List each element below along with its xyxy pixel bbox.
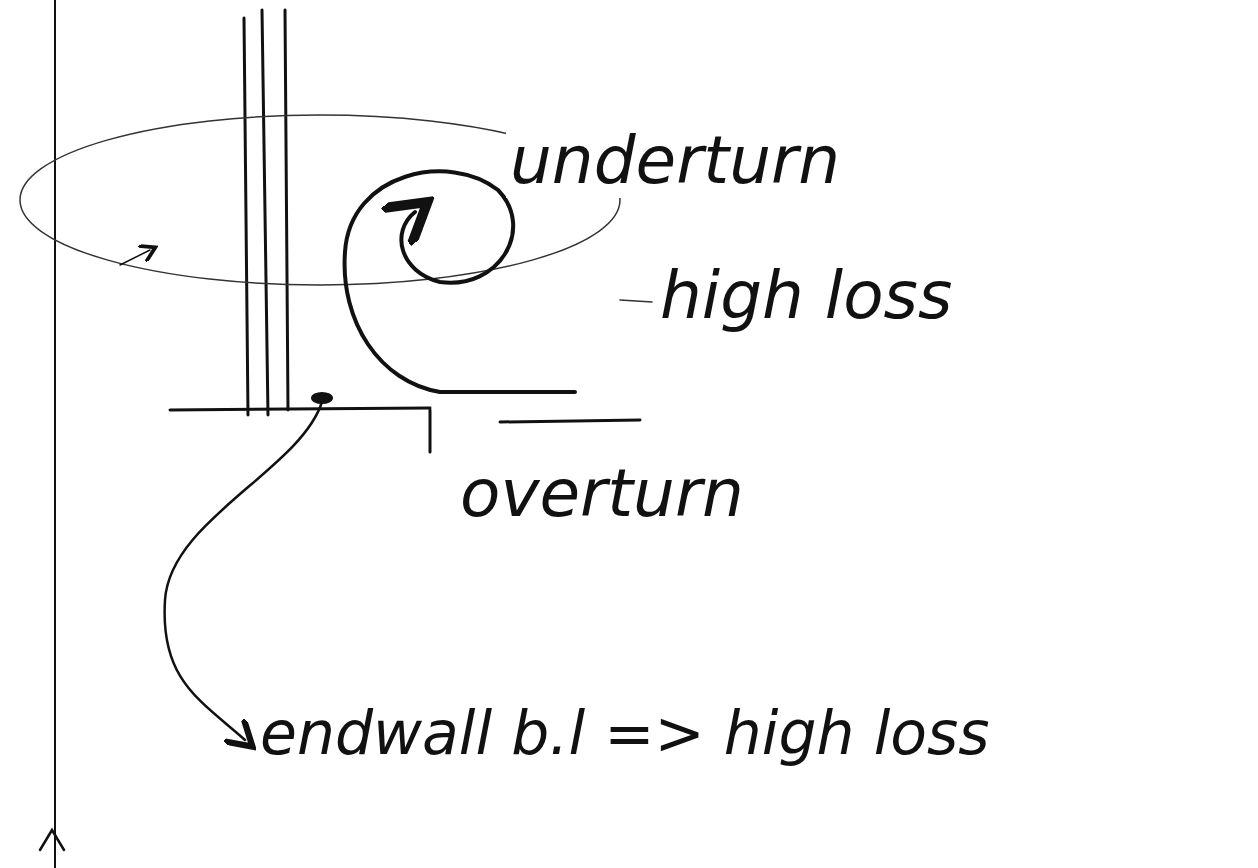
blade-edge xyxy=(262,10,268,415)
high-loss-label: high loss xyxy=(656,260,956,333)
leader-line xyxy=(620,300,652,302)
underturn-label: underturn xyxy=(506,125,844,198)
frame-line xyxy=(54,0,56,868)
vortex-spiral xyxy=(345,171,575,392)
corner-arrow xyxy=(40,830,64,850)
leader-line xyxy=(165,402,322,740)
overturn-label: overturn xyxy=(456,458,748,531)
flow-arrow xyxy=(120,250,150,265)
blade-edge xyxy=(285,10,288,410)
endwall-line xyxy=(500,420,640,422)
leader-line xyxy=(429,410,432,452)
endwall-line xyxy=(170,408,430,410)
endwall-note: endwall b.l => high loss xyxy=(256,700,994,766)
blade-edge xyxy=(244,18,248,415)
